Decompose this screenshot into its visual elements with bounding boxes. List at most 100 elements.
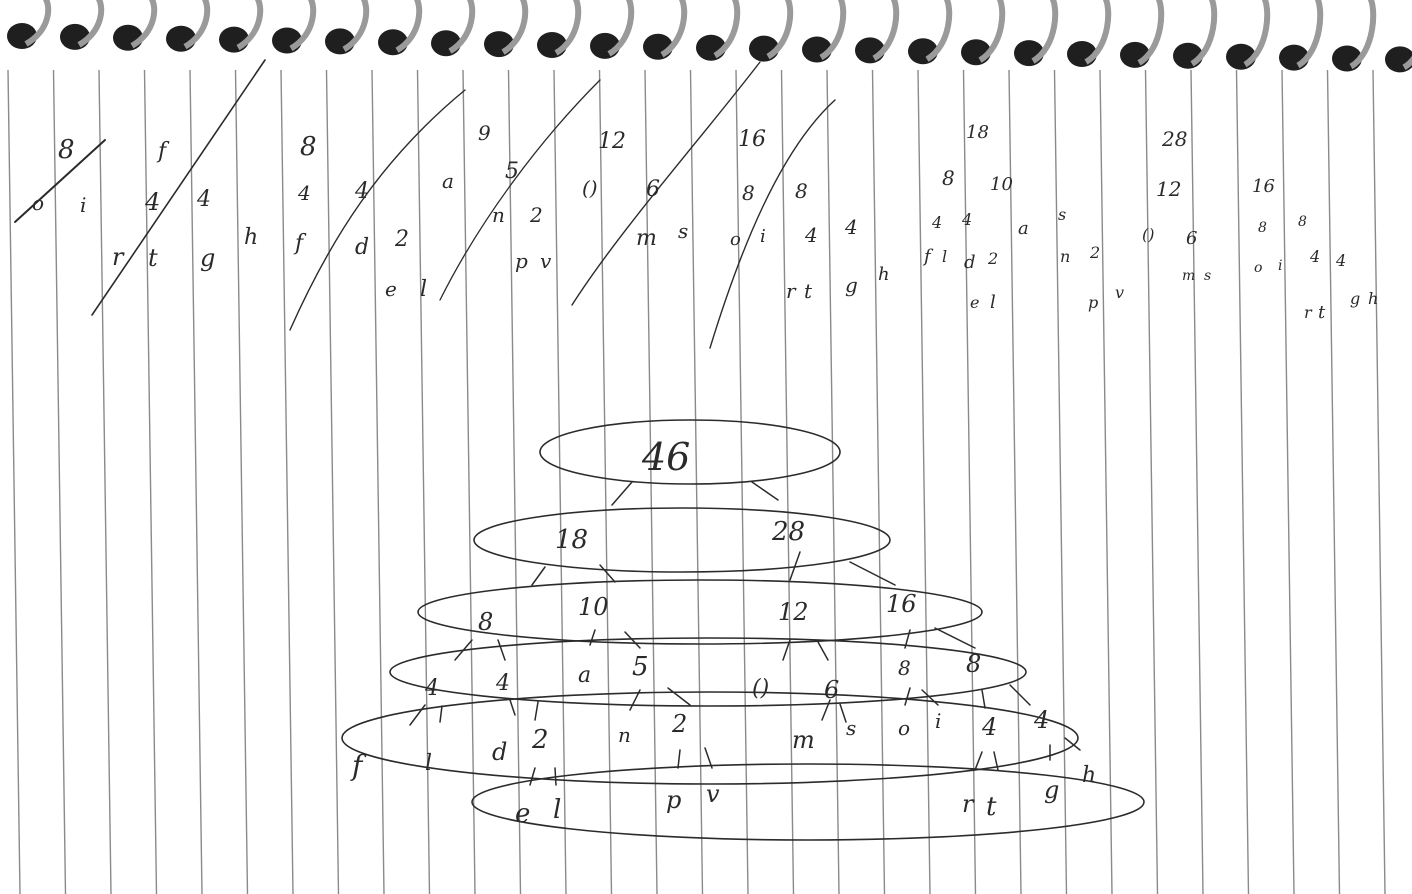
scratch-tree-5-child: (): [582, 176, 598, 200]
scratch-tree-7-child: 10: [990, 174, 1013, 195]
scratch-tree-4-leaf: v: [540, 249, 552, 273]
final-l3-node: 4: [495, 671, 510, 696]
ruled-line: [553, 69, 567, 894]
final-l4-node: o: [898, 716, 910, 740]
ruled-line: [1099, 69, 1113, 894]
scratch-tree-6-leaf: t: [804, 279, 813, 303]
scratch-tree-7-leaf: 4: [931, 213, 942, 232]
scratch-tree-3-leaf: 2: [394, 227, 409, 252]
coil-ring: [925, 0, 953, 62]
strike-line: [709, 99, 836, 349]
coil-ring: [1190, 0, 1218, 67]
final-l2-node: 8: [478, 608, 493, 636]
ruled-line: [189, 69, 203, 894]
final-l5-node: e: [515, 799, 530, 829]
scratch-tree-5-leaf: s: [678, 219, 688, 243]
final-l4-node: 4: [981, 713, 997, 741]
ruled-line: [462, 69, 476, 894]
final-l5-node: r: [962, 790, 975, 818]
spiral-binding: [7, 0, 1412, 73]
scratch-tree-8-leaf: i: [1278, 258, 1282, 274]
final-l5-node: t: [986, 792, 997, 822]
final-tree: 46 18 28 8 10 12 16 4 4 a 5 () 6 8 8 f l…: [341, 419, 1145, 841]
ruled-line: [52, 69, 67, 894]
scratch-tree-2-child: 4: [144, 188, 160, 216]
scratch-tree-3-leaf: e: [385, 277, 397, 301]
coil-ring: [713, 0, 741, 59]
final-l2-node: 10: [578, 593, 609, 621]
scratch-tree-8-leaf: 8: [1258, 220, 1267, 236]
scratch-tree-8-leaf: m: [1182, 268, 1195, 284]
scratch-tree-5-child: 6: [646, 177, 660, 202]
ruled-line: [507, 69, 522, 894]
strike-line: [14, 139, 106, 223]
scratch-tree-8-leaf: h: [1368, 289, 1378, 308]
scratch-tree-7-child: 8: [942, 166, 955, 190]
final-l5-node: p: [666, 786, 681, 814]
final-l5-node: g: [1044, 776, 1059, 804]
ruled-line: [1144, 69, 1159, 894]
scratch-tree-7-leaf: n: [1060, 247, 1070, 266]
tree-edges: [409, 481, 1081, 786]
final-l3-node: 4: [424, 676, 439, 701]
final-l4-node: d: [492, 738, 507, 766]
final-l3-node: 6: [824, 676, 839, 704]
final-l3-node: 8: [966, 650, 981, 678]
scratch-tree-6-leaf: h: [878, 264, 890, 285]
final-l5-node: l: [553, 795, 561, 825]
coil-ring: [1296, 0, 1324, 69]
final-l3-node: 8: [898, 656, 911, 680]
final-l4-node: 4: [1033, 706, 1049, 734]
ruled-line: [416, 69, 431, 894]
coil-ring: [24, 0, 52, 47]
ruled-line: [826, 69, 840, 894]
scratch-tree-7-leaf: s: [1058, 205, 1066, 224]
scratch-tree-6-child: 8: [742, 181, 755, 205]
scratch-tree-6-leaf: 4: [804, 223, 818, 247]
scratch-tree-8-root: 28: [1161, 127, 1187, 151]
scratch-tree-6-leaf: g: [845, 273, 858, 297]
coil-ring: [607, 0, 635, 57]
scratch-tree-7-leaf: a: [1018, 218, 1029, 239]
ruled-line: [325, 69, 340, 894]
ruled-line: [1008, 69, 1022, 894]
ruled-line: [234, 69, 249, 894]
coil-ring: [660, 0, 688, 58]
final-l2-node: 12: [778, 598, 809, 626]
coil-ring: [289, 0, 317, 52]
coil-ring: [1243, 0, 1271, 68]
ruled-line: [644, 69, 658, 894]
ruled-line: [280, 69, 294, 894]
level-ellipse: [389, 637, 1027, 707]
ruled-line: [780, 69, 795, 894]
coil-ring: [448, 0, 476, 54]
ruled-line: [871, 69, 886, 894]
scratch-tree-7-root: 18: [966, 122, 989, 143]
final-l4-node: i: [935, 709, 941, 733]
ruled-lines: [7, 69, 1386, 894]
ruled-line: [1281, 69, 1295, 894]
scratch-tree-7-leaf: 2: [1089, 243, 1100, 262]
coil-ring: [1084, 0, 1112, 65]
scratch-tree-6-root: 16: [738, 127, 766, 152]
ruled-line: [1326, 69, 1341, 894]
scratch-tree-6-leaf: r: [786, 279, 797, 303]
scratch-tree-2-leaf: g: [200, 244, 215, 272]
scratch-tree-7-leaf: p: [1088, 293, 1098, 312]
scratch-tree-7-leaf: e: [970, 293, 979, 312]
scratch-tree-8-child: 12: [1156, 177, 1181, 201]
scratch-tree-2-leaf: t: [148, 244, 158, 272]
scratch-tree-8-child: 16: [1252, 176, 1275, 197]
scratch-tree-6-leaf: o: [730, 229, 741, 250]
coil-ring: [342, 0, 370, 52]
coil-ring: [183, 0, 211, 50]
coil-ring: [1031, 0, 1059, 64]
scratch-tree-8-leaf: 4: [1335, 251, 1346, 270]
level-ellipse: [417, 579, 983, 645]
scratch-tree-6-leaf: i: [760, 226, 766, 247]
coil-ring: [1137, 0, 1165, 66]
ruled-line: [98, 69, 112, 894]
strike-line: [571, 61, 761, 306]
coil-ring: [77, 0, 105, 48]
